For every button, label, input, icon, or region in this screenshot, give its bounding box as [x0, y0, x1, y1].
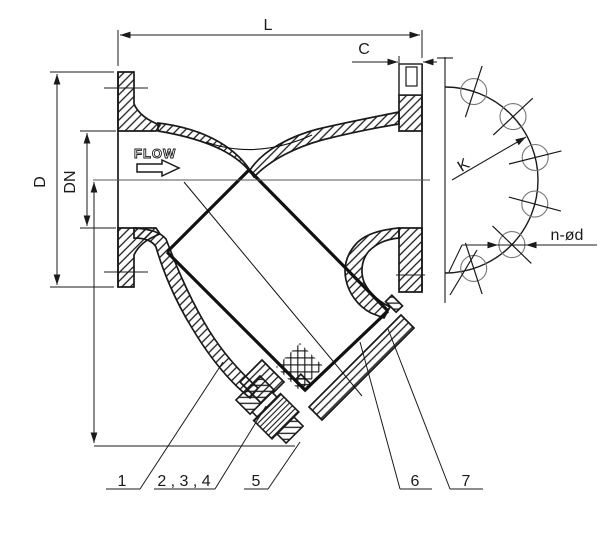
callout-1 — [106, 361, 224, 490]
bolt-circle-view — [437, 57, 597, 303]
mesh-symbol — [275, 342, 325, 392]
dim-label-DN: DN — [62, 170, 79, 193]
right-flange-bolt-hole-inner — [405, 66, 418, 87]
body-shell-left — [133, 227, 260, 400]
dim-line-K — [451, 136, 527, 181]
flow-indicator: FLOW — [134, 146, 181, 178]
drain-plug — [234, 374, 305, 445]
plug-nut — [275, 415, 305, 445]
saddle-intersection-curve — [205, 134, 313, 151]
dim-label-C: C — [358, 41, 370, 58]
dim-label-K: K — [455, 155, 473, 175]
flow-label: FLOW — [134, 146, 176, 161]
callouts — [106, 328, 483, 490]
callout-6-label: 6 — [411, 473, 420, 490]
bolt-circle-arc — [444, 86, 539, 274]
right-flange-top — [398, 94, 423, 132]
screen-inner-line — [183, 181, 363, 397]
dim-label-L: L — [264, 17, 273, 34]
screen-top-wall — [247, 168, 390, 313]
cap-bolt-top — [384, 294, 404, 314]
callout-7 — [387, 328, 483, 490]
bolt-hole-centermarks — [449, 65, 562, 296]
screen-cap-rim — [303, 309, 390, 392]
flow-arrow-icon — [136, 158, 181, 178]
callout-5-label: 5 — [252, 473, 261, 490]
dim-label-D: D — [32, 176, 49, 188]
body-top-wall — [157, 110, 400, 179]
callout-7-label: 7 — [462, 473, 471, 490]
right-flange-bolt-hole-box — [398, 63, 423, 96]
callout-2-3-4-label: 2 , 3 , 4 — [157, 473, 210, 490]
callout-2-3-4 — [154, 405, 267, 490]
screen-cap — [307, 313, 416, 422]
left-flange-top — [117, 71, 162, 132]
right-flange-bottom — [398, 227, 423, 293]
dimensions — [50, 30, 437, 447]
callout-5 — [244, 441, 301, 490]
callout-6 — [359, 341, 432, 490]
dim-label-n-od: n-ød — [551, 227, 584, 244]
flange-details — [104, 63, 425, 292]
callout-1-label: 1 — [118, 473, 127, 490]
valve-body — [117, 71, 423, 422]
